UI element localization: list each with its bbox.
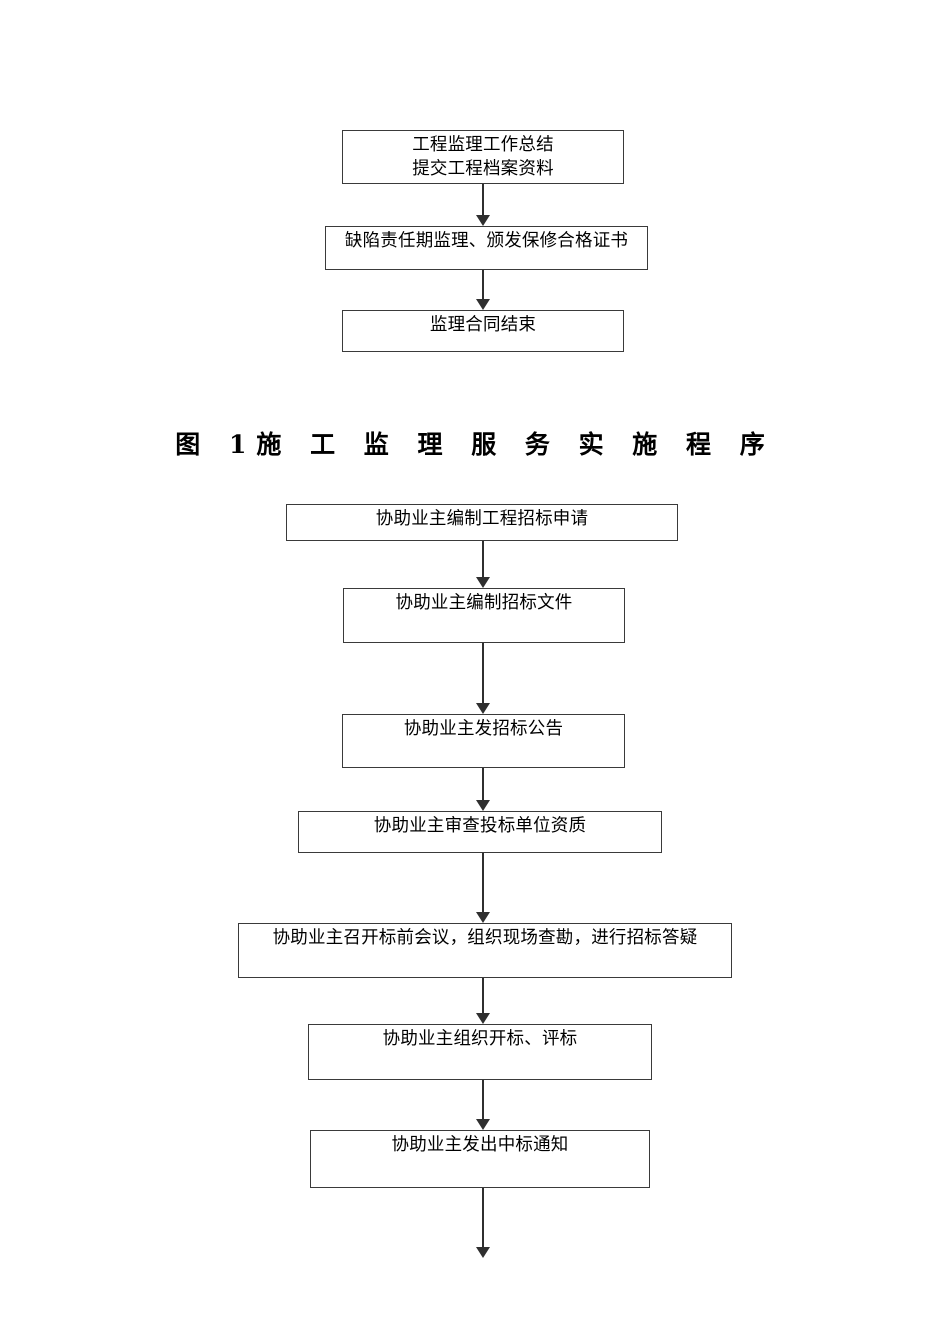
arrow-head-icon xyxy=(476,800,490,811)
arrow-head-icon xyxy=(476,299,490,310)
flow-node-assist-owner-pre-bid-meeting: 协助业主召开标前会议，组织现场查勘，进行招标答疑 xyxy=(238,923,732,978)
arrow-stem xyxy=(482,643,484,703)
flow-node-label: 协助业主审查投标单位资质 xyxy=(373,816,587,836)
arrow-stem xyxy=(482,978,484,1013)
flow-node-label-line2: 提交工程档案资料 xyxy=(412,159,554,180)
arrow-stem xyxy=(482,184,484,215)
arrow-stem xyxy=(482,270,484,299)
flow-arrow-bottom-2 xyxy=(476,643,490,714)
figure-caption-text: 图 1施 工 监 理 服 务 实 施 程 序 xyxy=(175,430,775,459)
flow-node-assist-owner-award-notice: 协助业主发出中标通知 xyxy=(310,1130,650,1188)
flow-arrow-bottom-5 xyxy=(476,978,490,1024)
arrow-head-icon xyxy=(476,912,490,923)
flow-node-engineering-supervision-summary: 工程监理工作总结 提交工程档案资料 xyxy=(342,130,624,184)
flow-node-assist-owner-bid-documents: 协助业主编制招标文件 xyxy=(343,588,625,643)
arrow-head-icon xyxy=(476,1119,490,1130)
flow-arrow-bottom-4 xyxy=(476,853,490,923)
flow-node-assist-owner-bid-opening-evaluation: 协助业主组织开标、评标 xyxy=(308,1024,652,1080)
arrow-stem xyxy=(482,541,484,577)
arrow-head-icon xyxy=(476,1247,490,1258)
flow-node-supervision-contract-end: 监理合同结束 xyxy=(342,310,624,352)
figure-caption: 图 1施 工 监 理 服 务 实 施 程 序 xyxy=(0,425,950,461)
flow-arrow-top-1 xyxy=(476,184,490,226)
arrow-stem xyxy=(482,768,484,800)
flow-node-label: 协助业主组织开标、评标 xyxy=(382,1029,578,1049)
flow-arrow-bottom-3 xyxy=(476,768,490,811)
arrow-head-icon xyxy=(476,1013,490,1024)
arrow-head-icon xyxy=(476,577,490,588)
flow-node-defect-liability-supervision: 缺陷责任期监理、颁发保修合格证书 xyxy=(325,226,648,270)
flow-node-assist-owner-bid-announcement: 协助业主发招标公告 xyxy=(342,714,625,768)
arrow-stem xyxy=(482,1080,484,1119)
flow-node-label: 协助业主编制工程招标申请 xyxy=(375,509,589,529)
flow-arrow-bottom-7-continues xyxy=(476,1188,490,1258)
flow-node-label: 缺陷责任期监理、颁发保修合格证书 xyxy=(344,231,629,251)
flow-node-label: 协助业主发招标公告 xyxy=(403,719,564,739)
flow-arrow-bottom-6 xyxy=(476,1080,490,1130)
arrow-stem xyxy=(482,1188,484,1247)
arrow-head-icon xyxy=(476,215,490,226)
flow-arrow-top-2 xyxy=(476,270,490,310)
arrow-stem xyxy=(482,853,484,912)
arrow-head-icon xyxy=(476,703,490,714)
flow-node-assist-owner-bid-application: 协助业主编制工程招标申请 xyxy=(286,504,678,541)
flow-node-label: 协助业主发出中标通知 xyxy=(391,1135,569,1155)
flow-arrow-bottom-1 xyxy=(476,541,490,588)
flow-node-label-line1: 工程监理工作总结 xyxy=(412,135,554,155)
flow-node-label: 监理合同结束 xyxy=(429,315,537,335)
flow-node-assist-owner-review-bidder-qualifications: 协助业主审查投标单位资质 xyxy=(298,811,662,853)
flow-node-label: 协助业主编制招标文件 xyxy=(395,593,573,613)
flow-node-label: 协助业主召开标前会议，组织现场查勘，进行招标答疑 xyxy=(272,928,698,948)
